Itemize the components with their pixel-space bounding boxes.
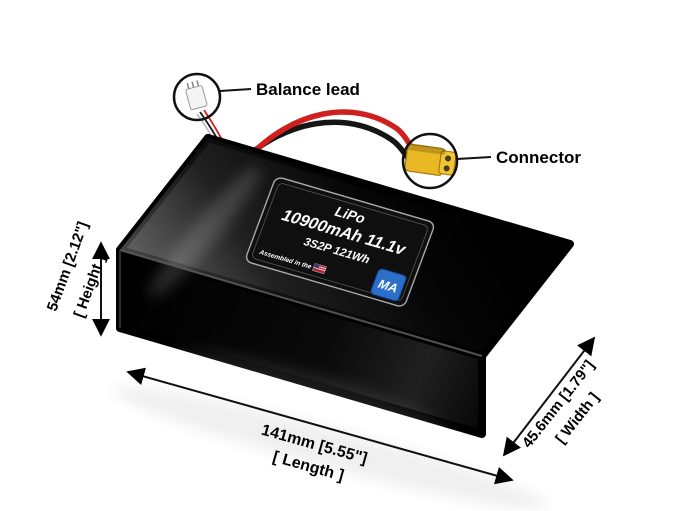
brand-logo: MA (370, 268, 407, 302)
brand-logo-monogram: MA (376, 277, 400, 296)
width-arrow (502, 336, 596, 457)
connector-circle (401, 132, 459, 190)
battery-label-inner-border (252, 183, 428, 301)
us-flag-icon (312, 263, 327, 275)
battery-front-edge-highlight (119, 249, 483, 357)
battery-top-streak (149, 166, 261, 298)
connector-label: Connector (496, 148, 581, 167)
battery-label: LiPo 10900mAh 11.1v 3S2P 121Wh Assembled… (245, 177, 435, 307)
connector-pointer (456, 156, 492, 160)
xt-connector (404, 143, 457, 176)
balance-lead-circle (172, 72, 222, 122)
length-arrow (126, 367, 514, 485)
balance-lead-label: Balance lead (256, 80, 360, 99)
balance-lead-pointer (219, 88, 252, 92)
balance-plug (185, 80, 208, 111)
main-wire-red (247, 109, 415, 159)
